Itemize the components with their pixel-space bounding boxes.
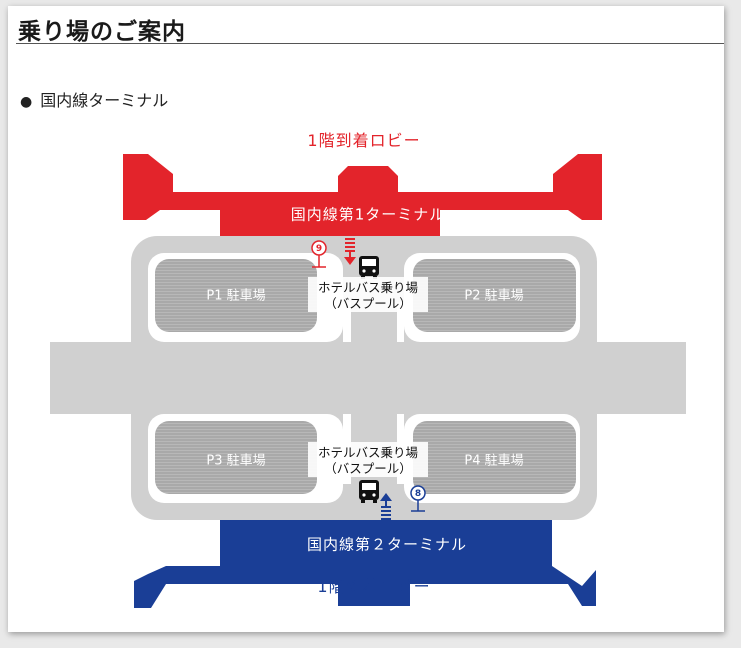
parking-lot-label: P3 駐車場 [206,454,265,469]
bus-icon [359,480,379,503]
terminal2-name: 国内線第２ターミナル [307,536,467,554]
bus-stop-label: ホテルバス乗り場 [318,445,418,460]
section-heading-label: 国内線ターミナル [40,91,169,110]
page-title: 乗り場のご案内 [18,18,186,45]
parking-lot-p4[interactable] [413,421,576,494]
terminal2-building[interactable] [134,520,596,608]
section-heading: ● 国内線ターミナル [20,87,168,111]
bus-stop-pin-number: 8 [415,489,421,499]
bus-icon [359,256,379,279]
parking-lot-p2[interactable] [413,259,576,332]
terminal-map: P1 駐車場 P2 駐車場 P3 駐車場 P4 駐車場 1階到着ロビー 国内線第… [50,131,686,608]
terminal1-floor-label: 1階到着ロビー [307,131,420,150]
main-road [50,342,686,414]
bus-stop-pin-number: 9 [316,244,322,254]
terminal1-building[interactable] [123,154,602,236]
content-card: 乗り場のご案内 ● 国内線ターミナル [8,6,724,632]
bus-stop-label: ホテルバス乗り場 [318,280,418,295]
bullet-icon: ● [20,94,33,110]
walkway-arrow-down-icon [344,238,356,265]
parking-lot-label: P4 駐車場 [464,454,523,469]
title-divider [16,43,724,44]
median-strip [397,302,404,342]
parking-lot-label: P2 駐車場 [464,289,523,304]
bus-stop-label-sub: （バスプール） [324,461,412,476]
median-strip [343,302,351,342]
bus-stop-pin-8[interactable]: 8 [410,485,426,512]
bus-stop-pin-9[interactable]: 9 [311,240,327,268]
parking-lot-p3[interactable] [155,421,317,494]
terminal2-floor-label: 1階到着ロビー [317,577,430,596]
parking-lot-label: P1 駐車場 [206,289,265,304]
terminal1-name: 国内線第1ターミナル [291,206,446,224]
parking-lot-p1[interactable] [155,259,317,332]
bus-stop-label-sub: （バスプール） [324,296,412,311]
walkway-arrow-up-icon [380,493,392,520]
